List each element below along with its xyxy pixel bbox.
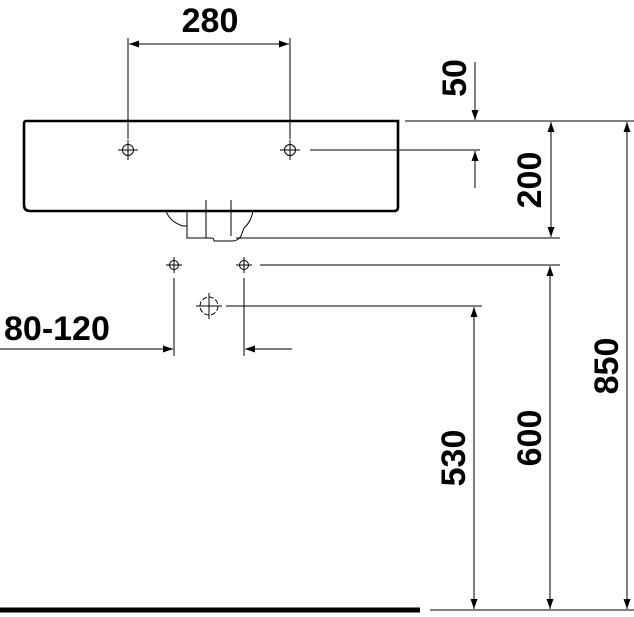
basin-outline [22, 119, 400, 213]
tap-hole-left [118, 140, 138, 160]
dimension-530-label: 530 [435, 430, 473, 487]
fixing-hole-left [166, 257, 182, 273]
dimension-280-label: 280 [182, 2, 239, 40]
dimension-200-label: 200 [511, 152, 549, 209]
waste-outlet [165, 200, 254, 242]
dimension-80-120: 80-120 [0, 278, 292, 356]
tap-hole-right [280, 140, 300, 160]
dimension-80-120-label: 80-120 [4, 310, 110, 348]
dimension-600-label: 600 [511, 410, 549, 467]
dimension-530: 530 [226, 305, 482, 609]
dimension-280: 280 [127, 2, 291, 139]
dimension-600: 600 [260, 264, 560, 609]
waste-connection-point [196, 293, 222, 319]
fixing-hole-right [236, 257, 252, 273]
dimension-50: 50 [310, 59, 634, 188]
dimension-200: 200 [236, 122, 560, 239]
dimension-50-label: 50 [436, 59, 474, 97]
dimension-850: 850 [588, 122, 631, 609]
dimension-850-label: 850 [588, 338, 626, 395]
